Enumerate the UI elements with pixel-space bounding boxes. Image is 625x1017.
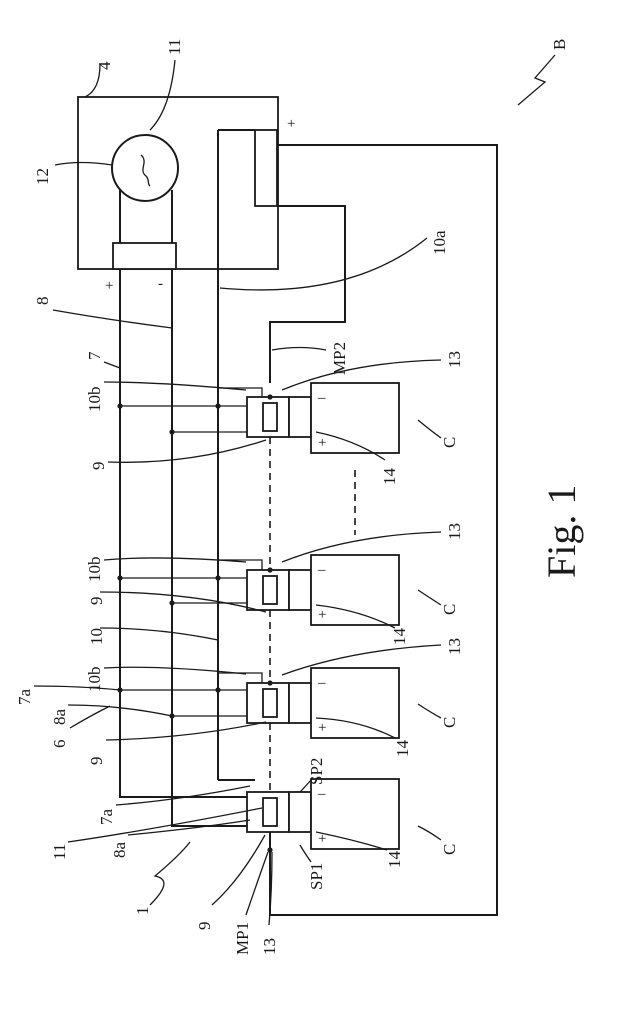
label-SP1: SP1 — [307, 863, 326, 890]
label-10b-row1: 10b — [85, 387, 104, 413]
sign-minus-left: - — [158, 276, 163, 292]
arrow-B — [518, 55, 555, 105]
label-9-row4: 9 — [195, 922, 214, 931]
svg-text:–: – — [317, 675, 326, 691]
svg-text:C: C — [440, 604, 459, 615]
label-B: B — [550, 39, 569, 50]
svg-text:C: C — [440, 717, 459, 728]
cell-terminal-block — [289, 397, 311, 437]
label-12: 12 — [33, 168, 52, 185]
label-7a-row4: 7a — [97, 809, 116, 826]
svg-text:9: 9 — [87, 597, 106, 606]
svg-text:–: – — [317, 786, 326, 802]
svg-text:10b: 10b — [85, 557, 104, 583]
label-10a: 10a — [430, 230, 449, 255]
label-C-row1: C — [440, 437, 459, 448]
bus-line-7 — [120, 269, 255, 797]
label-14-row1: 14 — [380, 468, 399, 486]
label-8a-row4: 8a — [110, 842, 129, 859]
supply-terminal-upper — [255, 130, 277, 206]
sign-plus-top: + — [287, 116, 295, 132]
svg-text:+: + — [318, 607, 326, 623]
label-13-row4: 13 — [260, 938, 279, 955]
label-MP1: MP1 — [233, 922, 252, 955]
label-8: 8 — [33, 297, 52, 306]
figure-label: Fig. 1 — [539, 485, 584, 578]
label-11-bottom: 11 — [50, 844, 69, 860]
svg-text:+: + — [318, 435, 326, 451]
label-10: 10 — [87, 628, 106, 645]
svg-text:13: 13 — [445, 523, 464, 540]
label-9-row1: 9 — [89, 462, 108, 471]
label-14-row4: 14 — [385, 851, 404, 869]
label-4: 4 — [95, 61, 114, 70]
label-1: 1 — [133, 907, 152, 916]
module-row-2 — [117, 555, 399, 625]
label-7: 7 — [85, 351, 104, 360]
label-13-row1: 13 — [445, 351, 464, 368]
bus-line-8 — [172, 269, 255, 826]
controller-inner — [263, 403, 277, 431]
power-supply-box — [78, 97, 278, 269]
module-row-3 — [117, 668, 399, 738]
label-7a-row3: 7a — [15, 689, 34, 706]
svg-text:13: 13 — [445, 638, 464, 655]
svg-text:+: + — [318, 720, 326, 736]
svg-text:14: 14 — [390, 628, 409, 646]
svg-text:14: 14 — [393, 740, 412, 758]
label-6: 6 — [50, 740, 69, 749]
label-8a-row3: 8a — [50, 709, 69, 726]
sign-plus-left: + — [105, 278, 113, 294]
supply-terminal-lower — [113, 243, 176, 269]
svg-text:–: – — [317, 562, 326, 578]
label-11-top: 11 — [165, 39, 184, 55]
svg-text:–: – — [317, 390, 326, 406]
label-C-row4: C — [440, 844, 459, 855]
svg-text:9: 9 — [87, 757, 106, 766]
sign-minus-top: - — [287, 198, 292, 214]
